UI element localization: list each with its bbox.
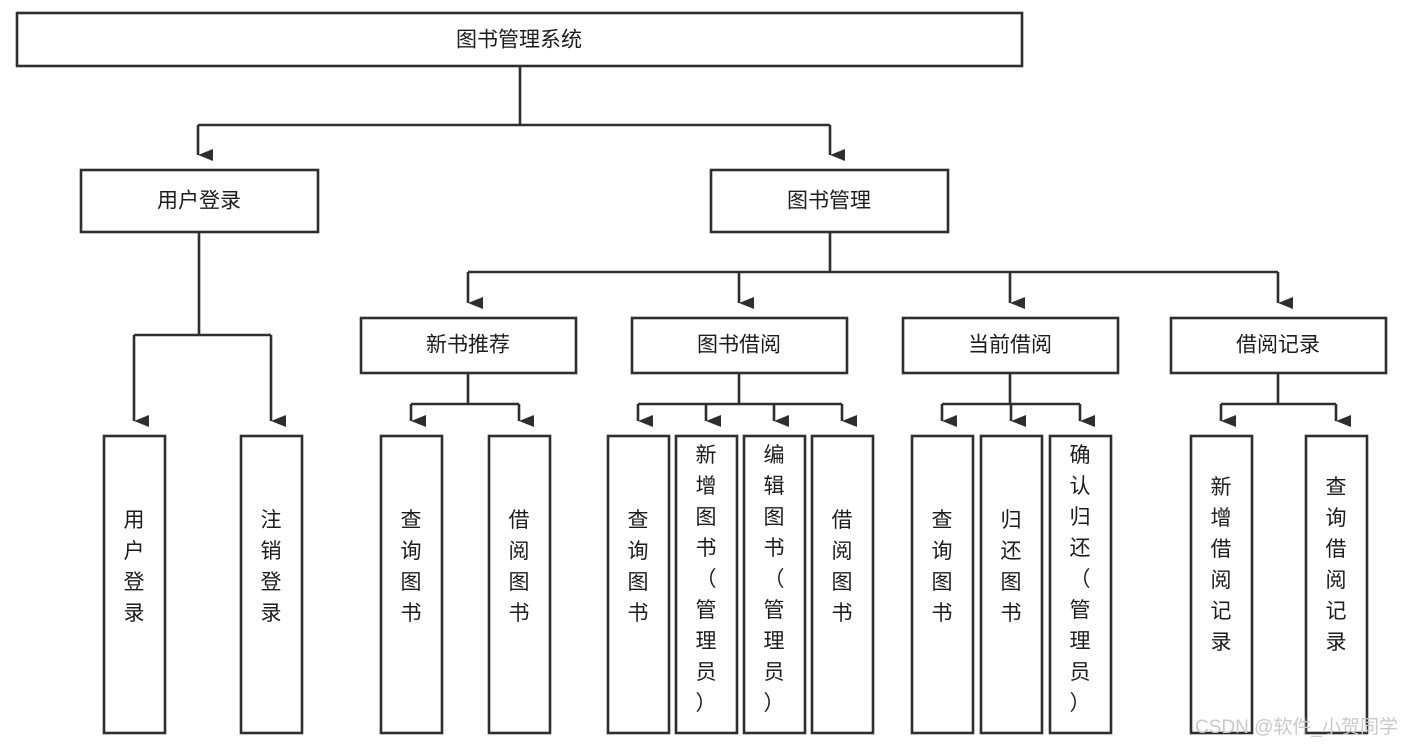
node-leaf-edit-book-admin-box[interactable] [742,434,807,735]
node-root-label: 图书管理系统 [456,29,582,52]
node-user-login-box[interactable] [79,168,320,234]
node-leaf-query-book-1[interactable]: 查询图书 [379,434,444,735]
node-leaf-query-book-2-box[interactable] [606,434,671,735]
node-user-login[interactable]: 用户登录 [79,168,320,234]
node-borrow-record-label: 借阅记录 [1236,334,1320,357]
node-leaf-add-borrow-record-label: 新增借阅记录 [1211,476,1232,654]
node-leaf-add-book-admin[interactable]: 新增图书（管理员） [674,434,739,735]
node-leaf-user-login-box[interactable] [102,434,167,735]
csdn-watermark: CSDN @软件_小贺同学 [1195,716,1398,738]
node-borrow-record[interactable]: 借阅记录 [1169,316,1388,375]
node-leaf-logout-label: 注销登录 [261,509,282,625]
node-leaf-confirm-return-admin-label: 确认归还（管理员） [1070,444,1091,715]
node-leaf-query-book-3-label: 查询图书 [932,509,953,625]
node-leaf-query-book-1-label: 查询图书 [401,509,422,625]
node-leaf-return-book-box[interactable] [979,434,1044,735]
node-root[interactable]: 图书管理系统 [15,11,1024,68]
node-leaf-add-book-admin-label: 新增图书（管理员） [696,444,717,715]
node-leaf-query-book-3-box[interactable] [910,434,975,735]
node-leaf-user-login[interactable]: 用户登录 [102,434,167,735]
node-leaf-query-book-2-label: 查询图书 [628,509,649,625]
node-new-book-recommend[interactable]: 新书推荐 [359,316,578,375]
node-user-login-label: 用户登录 [157,190,241,213]
node-leaf-borrow-book-2[interactable]: 借阅图书 [810,434,875,735]
node-leaf-logout-box[interactable] [239,434,304,735]
connector-layer [132,66,1351,427]
node-book-management-box[interactable] [709,168,950,234]
node-leaf-borrow-book-2-label: 借阅图书 [832,509,853,625]
node-leaf-add-book-admin-box[interactable] [674,434,739,735]
node-leaf-user-login-label: 用户登录 [124,509,145,625]
node-leaf-query-book-2[interactable]: 查询图书 [606,434,671,735]
node-leaf-add-borrow-record[interactable]: 新增借阅记录 [1189,434,1254,735]
node-leaf-query-borrow-record[interactable]: 查询借阅记录 [1304,434,1369,735]
node-new-book-recommend-box[interactable] [359,316,578,375]
node-leaf-return-book[interactable]: 归还图书 [979,434,1044,735]
node-leaf-query-borrow-record-label: 查询借阅记录 [1326,476,1347,654]
node-leaf-query-book-3[interactable]: 查询图书 [910,434,975,735]
node-current-borrow[interactable]: 当前借阅 [901,316,1120,375]
node-root-box[interactable] [15,11,1024,68]
node-book-borrow-box[interactable] [630,316,849,375]
node-leaf-return-book-label: 归还图书 [1001,509,1022,625]
node-book-management[interactable]: 图书管理 [709,168,950,234]
node-leaf-borrow-book-1-label: 借阅图书 [509,509,530,625]
node-book-borrow-label: 图书借阅 [697,334,781,357]
node-leaf-borrow-book-1-box[interactable] [487,434,552,735]
node-current-borrow-box[interactable] [901,316,1120,375]
node-book-management-label: 图书管理 [787,190,871,213]
node-leaf-edit-book-admin-label: 编辑图书（管理员） [764,444,785,715]
node-leaf-borrow-book-1[interactable]: 借阅图书 [487,434,552,735]
node-new-book-recommend-label: 新书推荐 [426,334,510,357]
node-leaf-borrow-book-2-box[interactable] [810,434,875,735]
node-borrow-record-box[interactable] [1169,316,1388,375]
node-book-borrow[interactable]: 图书借阅 [630,316,849,375]
node-leaf-add-borrow-record-box[interactable] [1189,434,1254,735]
node-leaf-confirm-return-admin-box[interactable] [1048,434,1113,735]
node-leaf-confirm-return-admin[interactable]: 确认归还（管理员） [1048,434,1113,735]
node-leaf-edit-book-admin[interactable]: 编辑图书（管理员） [742,434,807,735]
node-current-borrow-label: 当前借阅 [968,334,1052,357]
node-leaf-logout[interactable]: 注销登录 [239,434,304,735]
node-leaf-query-borrow-record-box[interactable] [1304,434,1369,735]
node-leaf-query-book-1-box[interactable] [379,434,444,735]
